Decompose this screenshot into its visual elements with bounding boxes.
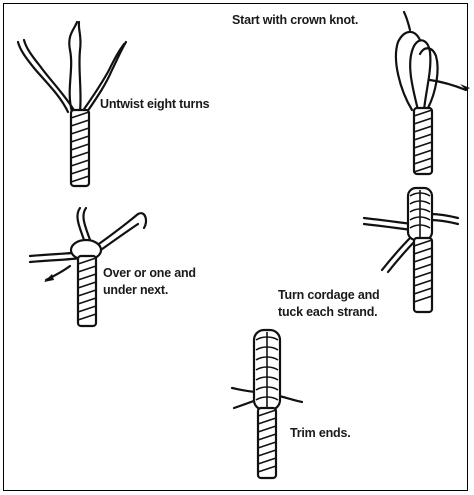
trimmed-splice-figure — [232, 330, 302, 478]
step-turn-tuck-caption: Turn cordage and tuck each strand. — [278, 287, 379, 321]
step-trim-line-1: Trim ends. — [290, 425, 351, 442]
step-turn-tuck-line-2: tuck each strand. — [278, 304, 379, 321]
step-crown-knot-line-1: Start with crown knot. — [232, 12, 358, 29]
step-over-under-line-1: Over or one and — [103, 265, 196, 282]
step-over-under-caption: Over or one and under next. — [103, 265, 196, 299]
step-trim-caption: Trim ends. — [290, 425, 351, 442]
step-untwist-caption: Untwist eight turns — [100, 96, 209, 113]
step-over-under-line-2: under next. — [103, 282, 196, 299]
step-turn-tuck-line-1: Turn cordage and — [278, 287, 379, 304]
step-untwist-line-1: Untwist eight turns — [100, 96, 209, 113]
step-crown-knot-caption: Start with crown knot. — [232, 12, 358, 29]
crown-knot-figure — [396, 12, 470, 174]
